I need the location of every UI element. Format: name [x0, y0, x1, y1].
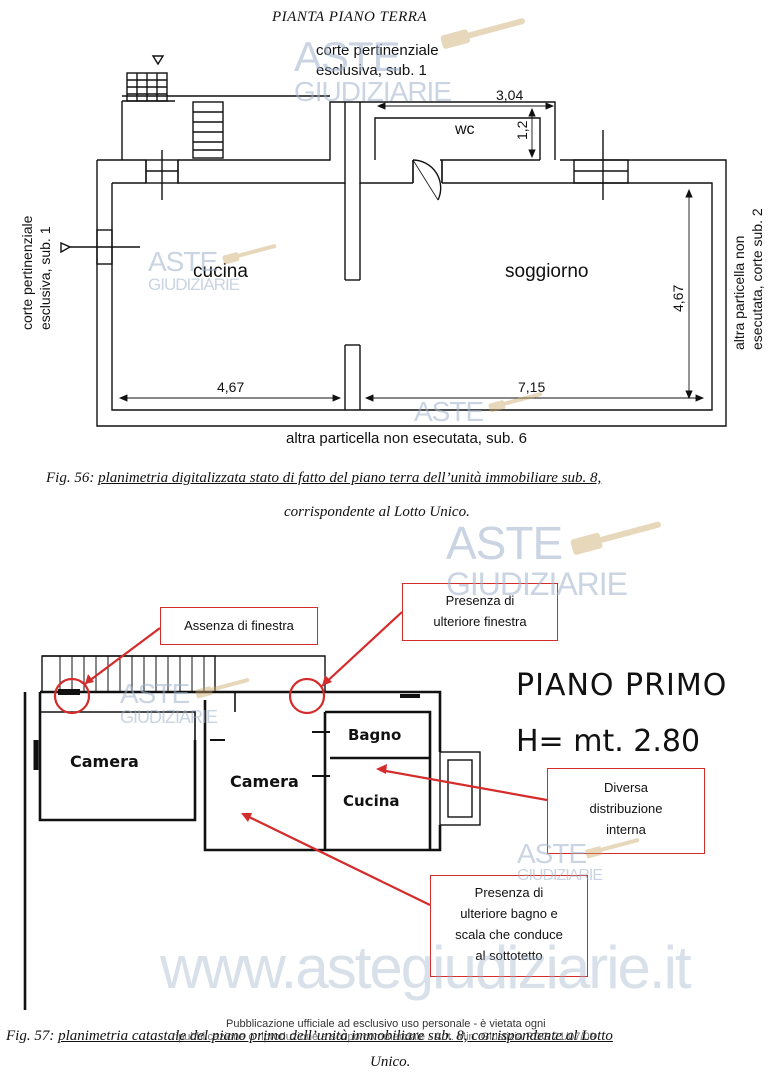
watermark-aste-6: ASTE — [517, 838, 587, 869]
fig57-caption: Fig. 57: planimetria catastale del piano… — [6, 1028, 613, 1044]
watermark-notice-line1: Pubblicazione ufficiale ad esclusivo uso… — [226, 1018, 546, 1030]
callout-bagno-line4: al sottotetto — [475, 948, 543, 963]
room-cucina: cucina — [193, 261, 248, 282]
callout-diversa-distribuzione: Diversa distribuzione interna — [547, 768, 705, 854]
room-wc: wc — [455, 121, 475, 138]
plan1-title: PIANTA PIANO TERRA — [272, 9, 428, 25]
fig57-text: planimetria catastale del piano primo de… — [58, 1028, 613, 1044]
fig56-text: planimetria digitalizzata stato di fatto… — [98, 470, 602, 486]
fig56-caption: Fig. 56: planimetria digitalizzata stato… — [46, 470, 602, 486]
fig56-label: Fig. 56 — [46, 470, 90, 486]
ground-floor-plan — [60, 55, 727, 427]
callout-diversa-line3: interna — [606, 822, 646, 837]
watermark-aste-2: ASTE — [148, 246, 218, 277]
callout-ulteriore-finestra-line1: Presenza di — [445, 593, 515, 608]
callout-diversa-line2: distribuzione — [589, 801, 663, 816]
room-cucina-2: Cucina — [343, 792, 400, 810]
callout-bagno-line1: Presenza di — [474, 885, 544, 900]
fig57-label: Fig. 57 — [6, 1028, 50, 1044]
watermark-aste-3: ASTE — [414, 396, 484, 427]
watermark-site: www.astegiudiziarie.it — [160, 934, 692, 1001]
room-camera-2: Camera — [230, 772, 299, 791]
callout-ulteriore-finestra-line2: ulteriore finestra — [433, 614, 527, 629]
watermark-notice-line2: ripubblicazione o riproduzione a scopo c… — [172, 1031, 596, 1043]
callout-ulteriore-finestra: Presenza di ulteriore finestra — [402, 583, 558, 641]
piano-primo-heading: PIANO PRIMO — [516, 668, 728, 703]
room-bagno: Bagno — [348, 726, 402, 744]
circle-extra-window — [288, 677, 326, 715]
callout-bagno-line2: ulteriore bagno e — [460, 906, 558, 921]
callout-bagno-line3: scala che conduce — [455, 927, 563, 942]
piano-primo-height: H= mt. 2.80 — [516, 724, 701, 759]
label-top-line2: esclusiva, sub. 1 — [316, 62, 427, 79]
room-camera-1: Camera — [70, 752, 139, 771]
label-bottom: altra particella non esecutata, sub. 6 — [286, 430, 527, 447]
watermark-giudiziarie-1: GIUDIZIARIE — [294, 76, 452, 107]
callout-ulteriore-bagno: Presenza di ulteriore bagno e scala che … — [430, 875, 588, 977]
dim-304: 3,04 — [496, 87, 524, 103]
watermark-aste-5: ASTE — [120, 678, 190, 709]
room-soggiorno: soggiorno — [505, 261, 589, 282]
dim-715: 7,15 — [518, 379, 546, 395]
watermark-giudiziarie-4: GIUDIZIARIE — [446, 566, 628, 602]
watermark-aste-1: ASTE — [294, 33, 401, 80]
callout-assenza-finestra: Assenza di finestra — [160, 607, 318, 645]
outer-wall — [96, 159, 727, 427]
watermark-giudiziarie-2: GIUDIZIARIE — [148, 275, 240, 294]
watermark-aste-4: ASTE — [446, 517, 563, 569]
label-top-line1: corte pertinenziale — [316, 42, 439, 59]
fig57-caption-line2: Unico. — [370, 1054, 411, 1070]
callout-diversa-line1: Diversa — [603, 780, 649, 795]
watermark-giudiziarie-6: GIUDIZIARIE — [517, 867, 603, 884]
fig56-caption-line2: corrispondente al Lotto Unico. — [284, 504, 470, 520]
callout-assenza-text: Assenza di finestra — [184, 618, 294, 633]
first-floor-plan — [23, 655, 481, 1010]
circle-missing-window — [53, 677, 91, 715]
watermark-giudiziarie-5: GIUDIZIARIE — [120, 707, 218, 727]
dim-467-h: 4,67 — [217, 379, 245, 395]
